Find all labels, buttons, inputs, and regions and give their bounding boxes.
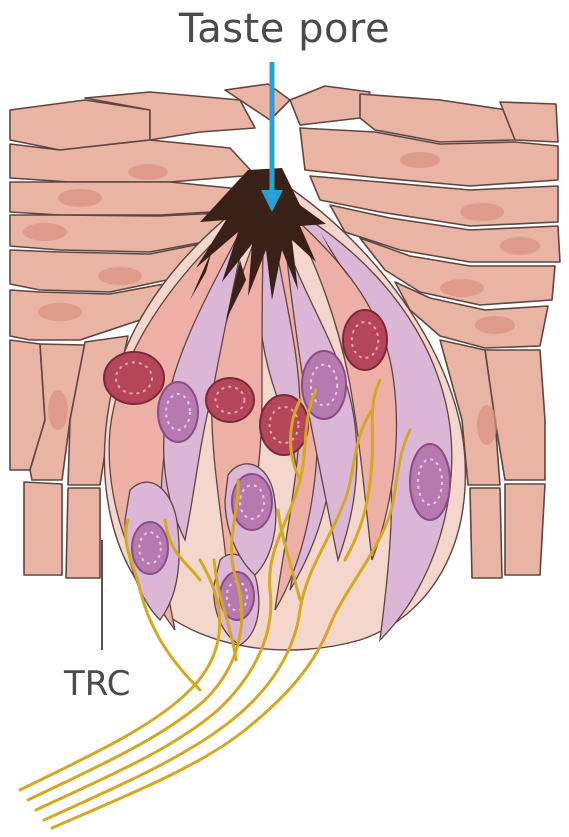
epithelial-nucleus [23, 223, 67, 241]
epithelial-cell [24, 482, 62, 575]
epithelial-nucleus [475, 316, 515, 334]
epithelial-nucleus [48, 390, 68, 430]
receptor-nucleus-red [343, 310, 387, 370]
epithelial-cell [66, 488, 100, 578]
epithelial-cell [505, 484, 545, 575]
receptor-nucleus-purple [410, 444, 450, 520]
trc-label: TRC [64, 664, 130, 704]
receptor-nucleus-red [260, 395, 308, 455]
epithelial-nucleus [400, 152, 440, 168]
epithelial-nucleus [440, 279, 484, 297]
epithelial-nucleus [128, 164, 168, 180]
receptor-nucleus-purple [132, 522, 168, 574]
epithelial-nucleus [58, 189, 102, 207]
epithelial-nucleus [500, 237, 540, 255]
epithelial-cell [290, 86, 370, 125]
epithelial-cell [470, 488, 502, 578]
epithelial-nucleus [460, 203, 504, 221]
taste-pore-label: Taste pore [0, 6, 569, 52]
epithelial-nucleus [477, 405, 497, 445]
epithelial-nucleus [98, 267, 142, 285]
receptor-nucleus-purple [158, 382, 198, 442]
receptor-nucleus-red [104, 352, 164, 404]
receptor-nucleus-red [206, 378, 254, 422]
epithelial-nucleus [38, 303, 82, 321]
